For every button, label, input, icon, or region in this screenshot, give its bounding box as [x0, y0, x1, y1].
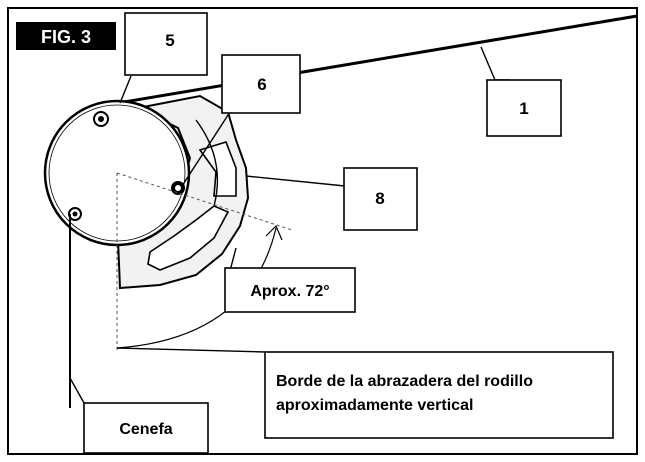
figure-label-badge: FIG. 3 [16, 22, 116, 50]
angle-arc-head [265, 224, 283, 241]
svg-text:Borde de la abrazadera del rod: Borde de la abrazadera del rodillo [276, 373, 533, 390]
callout-part-6: 6 [221, 54, 301, 114]
leader-bracket-edge [116, 347, 266, 353]
callout-part-8: 8 [343, 167, 418, 231]
bracket-inner-slot-2 [147, 205, 230, 271]
svg-text:1: 1 [519, 99, 528, 118]
svg-text:8: 8 [375, 189, 384, 208]
svg-text:Cenefa: Cenefa [119, 421, 172, 438]
callout-angle: Aprox. 72° [224, 267, 356, 313]
leader-part-8 [245, 175, 346, 187]
figure-label: FIG. 3 [41, 27, 91, 47]
callout-bracket-edge: Borde de la abrazadera del rodillo aprox… [264, 351, 614, 439]
svg-text:6: 6 [257, 75, 266, 94]
svg-text:5: 5 [165, 31, 174, 50]
bracket-ridge [195, 119, 219, 207]
shade-line [117, 14, 638, 105]
leader-part-5 [119, 75, 132, 104]
callout-valance: Cenefa [83, 402, 209, 454]
svg-text:aproximadamente vertical: aproximadamente vertical [276, 397, 473, 414]
bracket-inner-slot-1 [198, 141, 237, 197]
svg-text:Aprox. 72°: Aprox. 72° [250, 283, 329, 300]
angle-reference-line [116, 172, 293, 231]
angle-arc [116, 227, 277, 349]
callout-part-5: 5 [124, 12, 208, 76]
callout-part-1: 1 [486, 79, 562, 137]
leader-part-6 [181, 111, 231, 187]
leader-valance [69, 377, 85, 404]
bracket-screw [171, 181, 185, 195]
roller-hole-bottom-inner [72, 211, 78, 217]
roller-hole-top-inner [98, 116, 104, 122]
